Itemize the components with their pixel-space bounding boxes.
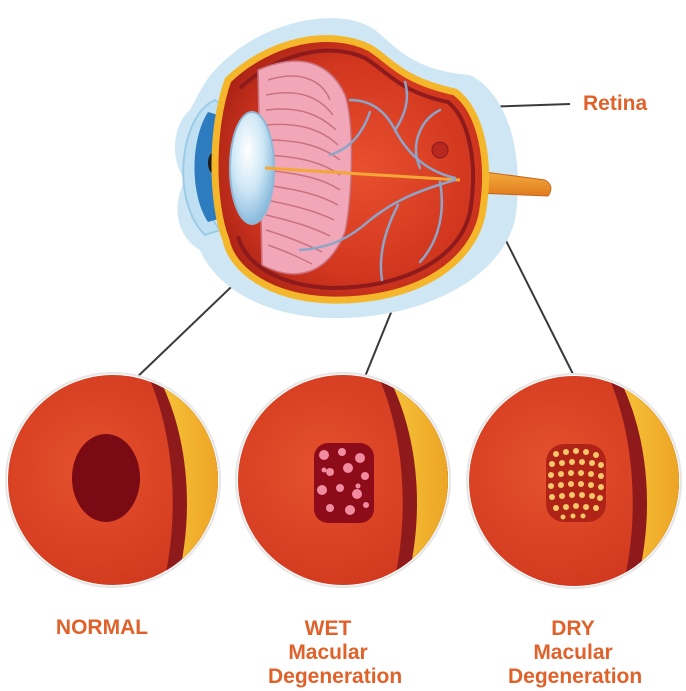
wet-macular-degeneration-label: WET Macular Degeneration [268,617,388,689]
normal-retina-circle [0,370,240,590]
macula [432,142,448,158]
dry-macular-degeneration-label: DRY Macular Degeneration [508,617,638,689]
dry-label-line2: Macular [508,641,638,665]
retina-label: Retina [583,92,647,116]
wet-label-line1: WET [268,617,388,641]
dry-lesion [546,444,606,522]
dry-retina-circle [460,370,686,590]
retina-label-text: Retina [583,92,647,115]
wet-label-line3: Degeneration [268,665,388,689]
dry-label-line1: DRY [508,617,638,641]
normal-label: NORMAL [40,616,164,640]
dry-label-line3: Degeneration [508,665,638,689]
normal-macula [72,434,140,522]
normal-label-text: NORMAL [56,616,148,639]
wet-lesion [314,443,374,523]
wet-retina-circle [230,370,470,590]
wet-label-line2: Macular [268,641,388,665]
eye-cross-section [175,18,551,318]
